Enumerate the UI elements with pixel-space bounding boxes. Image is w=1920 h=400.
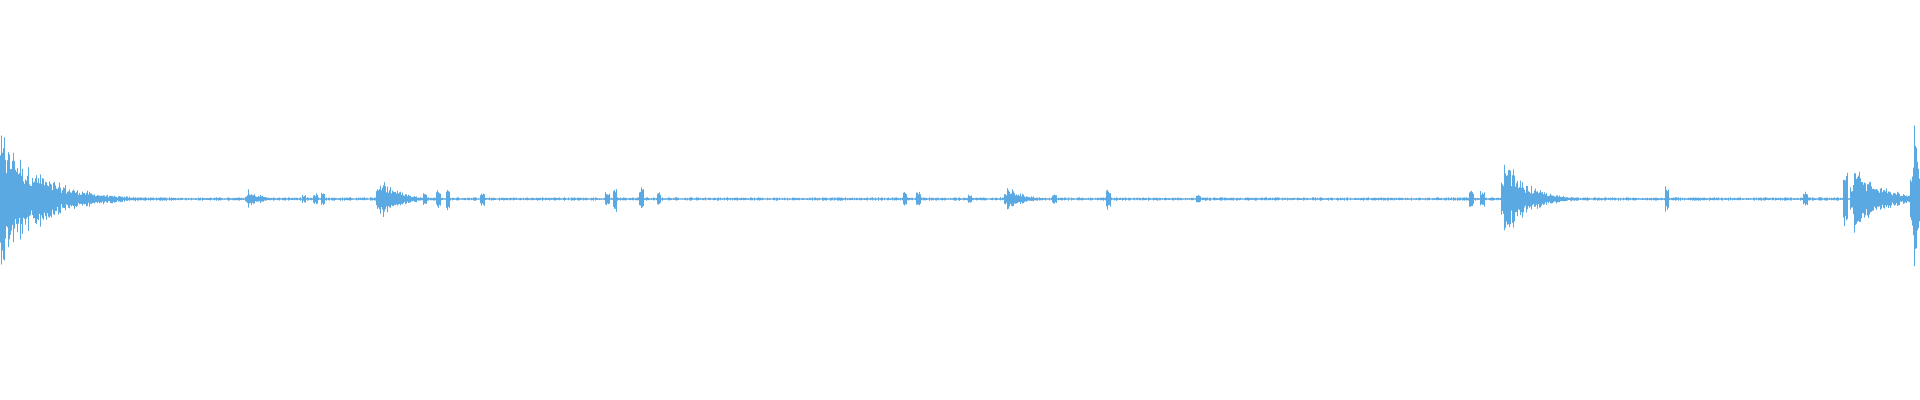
waveform-path — [0, 125, 1920, 267]
